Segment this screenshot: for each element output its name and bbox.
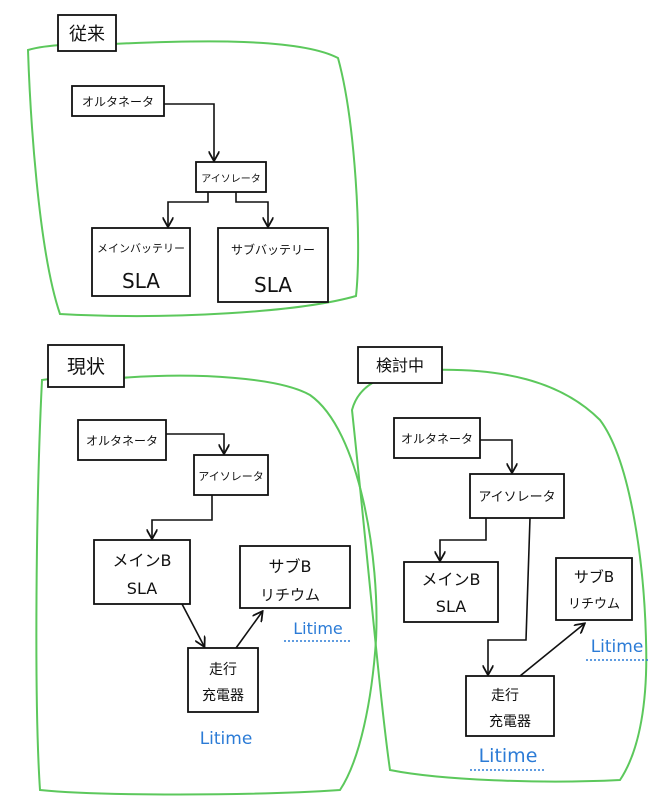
sub-battery-box	[555, 557, 633, 621]
sub-battery-brand: Litime	[591, 637, 644, 657]
arrow-isolator-to-sub	[235, 192, 268, 226]
arrow-charger-to-sub	[235, 612, 262, 649]
title-box-genjou	[47, 344, 125, 388]
main-battery-type: SLA	[122, 269, 160, 293]
sub-battery-label: サブB	[574, 568, 614, 586]
arrow-charger-to-sub	[519, 624, 584, 677]
title-box-juurai	[57, 14, 117, 52]
panel-genjou: 現状 オルタネータ アイソレータ メインB SLA サブB リチウム Litim…	[35, 344, 378, 796]
sub-battery-box	[239, 545, 351, 609]
charger-box	[465, 675, 555, 737]
charger-label: 走行	[491, 688, 519, 704]
main-battery-type: SLA	[436, 597, 466, 616]
charger-brand: Litime	[479, 745, 538, 767]
main-battery-label: メインB	[113, 551, 172, 570]
isolator-label: アイソレータ	[201, 173, 261, 185]
main-battery-box	[93, 539, 191, 605]
charger-box	[187, 647, 259, 713]
sub-battery-label: サブB	[269, 557, 312, 576]
panel-juurai: 従来 オルタネータ アイソレータ メインバッテリー SLA サブバッテリー SL…	[26, 14, 360, 317]
alternator-box	[77, 419, 167, 461]
panel-title: 従来	[69, 24, 105, 45]
isolator-box	[195, 161, 267, 193]
isolator-box	[193, 454, 269, 496]
arrow-isolator-to-main	[440, 518, 487, 560]
region-outline-genjou	[35, 374, 378, 796]
main-battery-type: SLA	[127, 579, 157, 598]
arrow-isolator-to-charger	[488, 517, 531, 674]
alternator-box	[71, 85, 165, 117]
panel-kentou: 検討中 オルタネータ アイソレータ メインB SLA サブB リチウム Liti…	[350, 346, 648, 783]
main-battery-box	[403, 561, 499, 623]
sub-battery-type: リチウム	[568, 597, 620, 612]
region-outline-juurai	[26, 40, 360, 317]
arrow-alternator-to-isolator	[166, 433, 224, 453]
charger-type: 充電器	[202, 688, 244, 704]
main-battery-box	[91, 227, 191, 297]
isolator-label: アイソレータ	[198, 470, 263, 483]
panel-title: 検討中	[376, 356, 424, 375]
alternator-label: オルタネータ	[401, 432, 473, 446]
charger-type: 充電器	[489, 714, 531, 730]
sub-battery-box	[217, 227, 329, 303]
main-battery-label: メインバッテリー	[97, 242, 185, 255]
arrow-isolator-to-main	[168, 192, 209, 226]
arrow-alternator-to-isolator	[164, 103, 214, 160]
alternator-label: オルタネータ	[82, 95, 154, 109]
alternator-label: オルタネータ	[86, 434, 158, 448]
isolator-box	[469, 473, 565, 519]
main-battery-label: メインB	[422, 570, 481, 589]
sub-battery-type: リチウム	[260, 586, 320, 604]
arrow-isolator-to-main	[152, 495, 213, 538]
alternator-box	[393, 417, 481, 459]
arrow-alternator-to-isolator	[480, 439, 512, 472]
charger-label: 走行	[209, 662, 237, 678]
sub-battery-label: サブバッテリー	[231, 242, 315, 257]
sub-battery-brand: Litime	[293, 619, 343, 638]
isolator-label: アイソレータ	[478, 490, 555, 505]
charger-brand: Litime	[200, 729, 253, 749]
panel-title: 現状	[67, 356, 105, 378]
sub-battery-type: SLA	[254, 273, 292, 297]
arrow-main-to-charger	[181, 603, 204, 646]
region-outline-kentou	[350, 368, 648, 783]
title-box-kentou	[357, 346, 443, 384]
